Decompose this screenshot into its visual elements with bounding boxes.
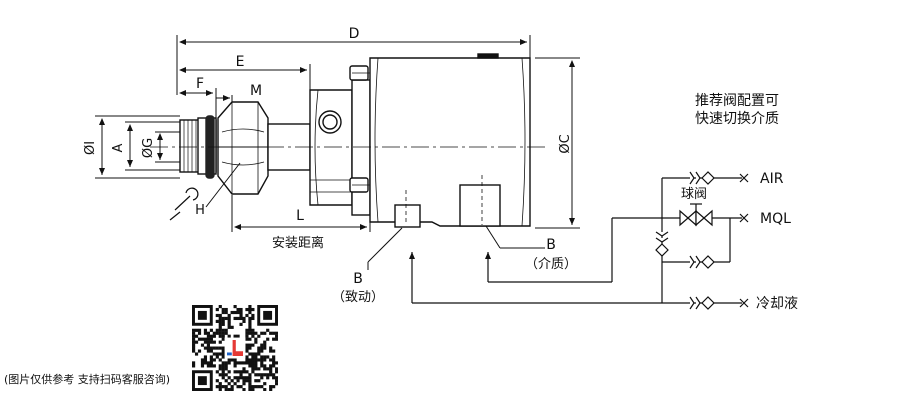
dim-i-label: ØI xyxy=(83,141,98,155)
dim-h-label: H xyxy=(195,203,205,218)
ball-valve-icon xyxy=(679,203,713,227)
check-valve-coolant xyxy=(689,296,715,310)
dim-g-label: ØG xyxy=(141,138,156,158)
dim-e-label: E xyxy=(236,54,245,70)
b-medium-text: （介质） xyxy=(525,257,577,272)
ball-valve-label: 球阀 xyxy=(681,187,707,202)
h-leader xyxy=(205,162,241,208)
wrench-icon xyxy=(169,187,199,221)
b-actuation-letter: B xyxy=(353,271,363,287)
coolant-label: 冷却液 xyxy=(756,296,798,312)
install-distance-label: 安装距离 xyxy=(272,235,324,251)
port-leaders xyxy=(367,225,545,270)
check-valve-vertical xyxy=(655,231,669,257)
b-medium-letter: B xyxy=(546,237,556,253)
line-terminals xyxy=(739,173,749,308)
qr-code[interactable] xyxy=(192,305,278,391)
air-label: AIR xyxy=(760,171,784,187)
check-valve-air xyxy=(689,171,715,185)
dim-m-label: M xyxy=(250,83,262,99)
recommendation-line2: 快速切换介质 xyxy=(695,110,779,127)
qr-logo-icon xyxy=(232,339,244,357)
dimension-lines xyxy=(95,35,580,232)
dim-l-label: L xyxy=(296,208,304,224)
dim-f-label: F xyxy=(196,76,204,92)
recommendation-line1: 推荐阀配置可 xyxy=(695,93,779,109)
dim-a-label: A xyxy=(111,143,126,152)
caption-note: (图片仅供参考 支持扫码客服咨询) xyxy=(4,373,171,386)
check-valve-mql-branch xyxy=(689,255,715,269)
mql-label: MQL xyxy=(760,211,791,227)
dim-d-label: D xyxy=(349,26,360,42)
dim-c-label: ØC xyxy=(558,134,573,153)
b-actuation-text: （致动） xyxy=(332,290,384,305)
